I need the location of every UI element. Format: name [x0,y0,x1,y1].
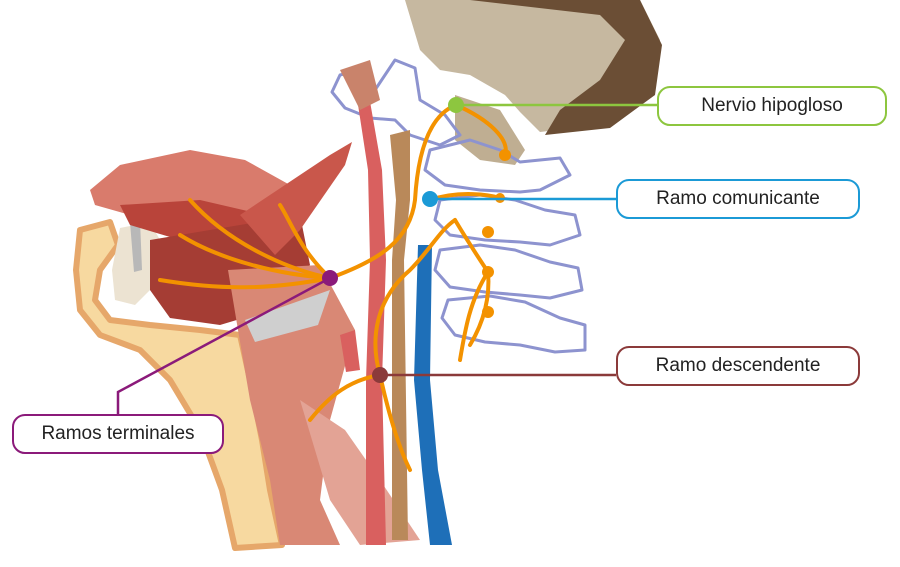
label-ramo-descendente: Ramo descendente [616,346,860,386]
label-ramo-comunicante: Ramo comunicante [616,179,860,219]
leader-terminales [116,276,331,414]
nerve-endings [482,149,511,318]
skull-base [405,0,662,165]
label-ramos-terminales: Ramos terminales [12,414,224,454]
tongue-muscles [90,142,420,545]
hypoglossal-nerve [158,103,508,472]
callout-leaders [116,97,657,414]
mandible [73,219,285,551]
dot-comunicante [422,191,438,207]
label-nervio-hipogloso: Nervio hipogloso [657,86,887,126]
dot-terminales [322,270,338,286]
dot-descendente [372,367,388,383]
dot-hipogloso [448,97,464,113]
